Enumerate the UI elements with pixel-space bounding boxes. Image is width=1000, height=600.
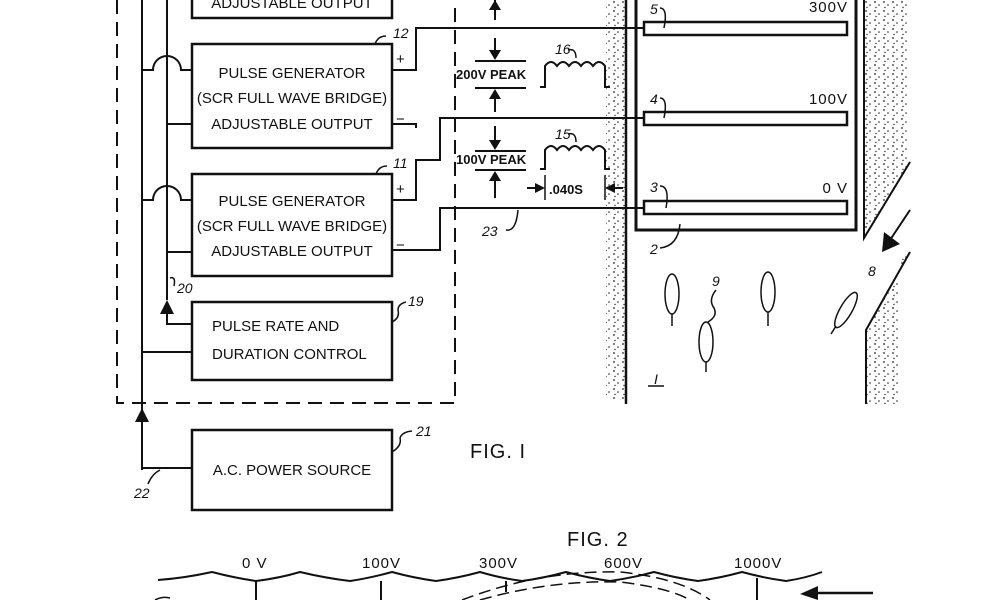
pulse-generator-12: PULSE GENERATOR (SCR FULL WAVE BRIDGE) A… — [142, 25, 409, 150]
svg-text:200V PEAK: 200V PEAK — [456, 67, 527, 82]
svg-text:11: 11 — [393, 155, 408, 171]
svg-text:16: 16 — [555, 41, 571, 57]
svg-text:+: + — [396, 51, 405, 68]
svg-text:PULSE RATE AND: PULSE RATE AND — [212, 318, 339, 335]
pulse-generator-11: PULSE GENERATOR (SCR FULL WAVE BRIDGE) A… — [142, 155, 408, 278]
fig2-voltage-labels: 0 V 100V 300V 600V 1000V — [242, 555, 782, 572]
svg-text:ADJUSTABLE OUTPUT: ADJUSTABLE OUTPUT — [211, 116, 372, 133]
svg-text:3: 3 — [650, 179, 658, 195]
flow-arrow-8: 8 — [868, 209, 911, 279]
ref-20: 20 — [160, 276, 193, 325]
svg-text:ADJUSTABLE OUTPUT: ADJUSTABLE OUTPUT — [211, 243, 372, 260]
svg-text:1000V: 1000V — [734, 555, 782, 572]
block-top-partial: ADJUSTABLE OUTPUT — [190, 0, 394, 20]
svg-text:0 V: 0 V — [242, 555, 268, 572]
ref-9: 9 — [712, 273, 720, 289]
svg-text:5: 5 — [650, 1, 658, 17]
waveform-200v: 200V PEAK 16 — [456, 0, 610, 112]
svg-text:(SCR FULL WAVE BRIDGE): (SCR FULL WAVE BRIDGE) — [197, 218, 387, 235]
svg-text:0 V: 0 V — [822, 180, 848, 197]
output-wires — [392, 27, 643, 251]
svg-text:20: 20 — [176, 280, 193, 296]
svg-text:DURATION CONTROL: DURATION CONTROL — [212, 346, 367, 363]
svg-text:100V PEAK: 100V PEAK — [456, 152, 527, 167]
ref-23: 23 — [481, 223, 498, 239]
svg-text:300V: 300V — [479, 555, 518, 572]
channel-left-bank — [606, 0, 628, 404]
svg-text:−: − — [396, 111, 405, 128]
fish-group-9 — [664, 271, 859, 372]
svg-text:600V: 600V — [604, 555, 643, 572]
svg-text:100V: 100V — [809, 91, 848, 108]
svg-text:15: 15 — [555, 126, 571, 142]
electrode-5: 300V 5 — [642, 0, 849, 37]
electrode-frame-2: 2 — [634, 0, 858, 257]
svg-text:22: 22 — [133, 485, 150, 501]
dashed-enclosure — [116, 0, 456, 404]
svg-text:PULSE GENERATOR: PULSE GENERATOR — [219, 65, 366, 82]
electrode-3: 0 V 3 — [642, 179, 849, 216]
ref-1: I — [654, 371, 658, 387]
fig1-caption: FIG. I — [470, 441, 526, 463]
svg-text:4: 4 — [650, 91, 658, 107]
svg-text:−: − — [396, 237, 405, 254]
svg-text:2: 2 — [649, 241, 658, 257]
fig2-field-lines — [461, 571, 711, 600]
svg-text:8: 8 — [868, 263, 876, 279]
svg-text:300V: 300V — [809, 0, 848, 16]
svg-text:(SCR FULL WAVE BRIDGE): (SCR FULL WAVE BRIDGE) — [197, 90, 387, 107]
electrode-4: 100V 4 — [642, 91, 849, 127]
svg-text:100V: 100V — [362, 555, 401, 572]
fig2-flow-arrow — [800, 586, 873, 600]
bus-lines — [141, 0, 168, 470]
fig2-electrode-lines — [255, 578, 758, 600]
svg-text:PULSE GENERATOR: PULSE GENERATOR — [219, 193, 366, 210]
svg-text:A.C. POWER SOURCE: A.C. POWER SOURCE — [213, 462, 371, 479]
fig2-caption: FIG. 2 — [567, 529, 629, 551]
svg-text:+: + — [396, 181, 405, 198]
ac-power-source-21: A.C. POWER SOURCE 21 22 — [133, 408, 432, 512]
svg-text:12: 12 — [393, 25, 409, 41]
svg-text:21: 21 — [415, 423, 432, 439]
waveform-100v: 100V PEAK 15 .040S — [456, 126, 623, 200]
svg-text:ADJUSTABLE OUTPUT: ADJUSTABLE OUTPUT — [211, 0, 372, 12]
svg-text:19: 19 — [408, 293, 424, 309]
fig2-water-surface — [157, 570, 823, 583]
channel-right-bank — [863, 0, 911, 404]
fig2-fish-partial — [154, 596, 171, 600]
pulse-rate-control-19: PULSE RATE AND DURATION CONTROL 19 — [142, 293, 424, 382]
svg-text:.040S: .040S — [549, 182, 583, 197]
